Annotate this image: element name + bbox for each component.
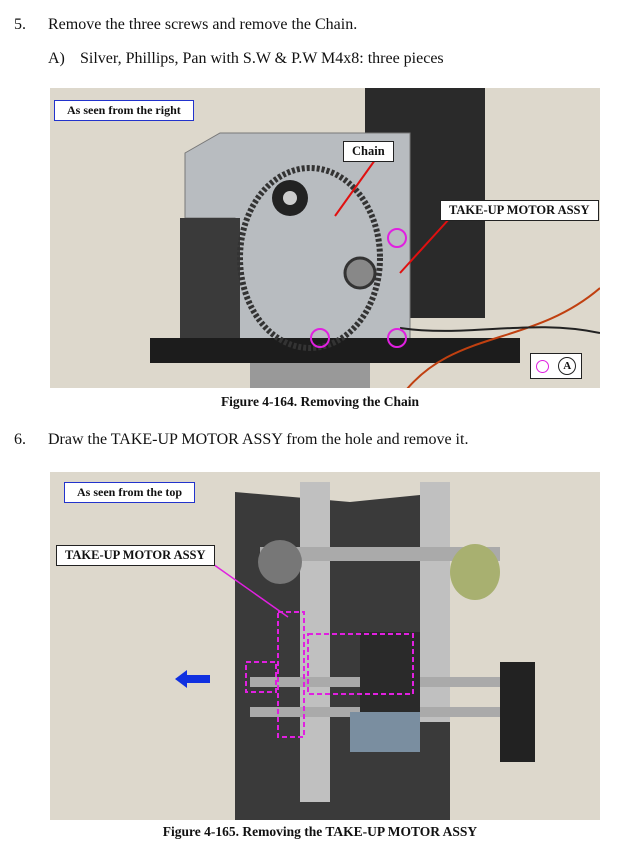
screw-marker-icon <box>535 359 549 373</box>
callout-chain: Chain <box>343 141 394 162</box>
figure-photo-right-view: As seen from the right Chain TAKE-UP MOT… <box>50 88 600 388</box>
arrow-left-icon <box>175 670 210 688</box>
figure-photo-top-view: As seen from the top TAKE-UP MOTOR ASSY <box>50 472 600 820</box>
substep-letter: A) <box>48 50 65 67</box>
step-number: 5. <box>14 16 26 33</box>
callout-motor-assy: TAKE-UP MOTOR ASSY <box>440 200 599 221</box>
figure-caption: Figure 4-165. Removing the TAKE-UP MOTOR… <box>162 824 478 839</box>
view-label: As seen from the right <box>54 100 194 121</box>
printer-mechanism-photo <box>175 482 535 820</box>
step-text: Draw the TAKE-UP MOTOR ASSY from the hol… <box>48 431 469 448</box>
legend-letter: A <box>558 357 577 375</box>
figure-caption: Figure 4-164. Removing the Chain <box>220 394 420 409</box>
screw-legend: A <box>530 353 582 379</box>
step-number: 6. <box>14 431 26 448</box>
step-text: Remove the three screws and remove the C… <box>48 16 358 33</box>
substep-text: Silver, Phillips, Pan with S.W & P.W M4x… <box>80 50 444 67</box>
view-label: As seen from the top <box>64 482 196 503</box>
callout-motor-assy: TAKE-UP MOTOR ASSY <box>56 545 215 566</box>
printer-mechanism-photo <box>150 88 600 388</box>
